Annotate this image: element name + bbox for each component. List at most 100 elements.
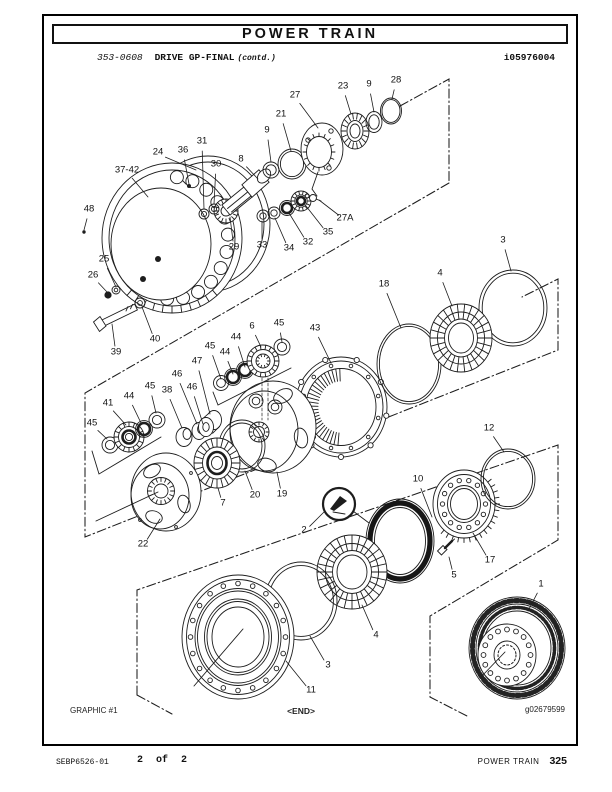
bearing-4a-rollers (430, 304, 492, 372)
leader-line-5 (449, 557, 452, 569)
part-gear-41 (114, 422, 144, 452)
leader-line-6 (255, 335, 261, 347)
leader-line-26 (98, 283, 107, 292)
callout-30: 30 (211, 159, 222, 170)
leader-line-28 (392, 90, 394, 99)
callout-45: 45 (87, 418, 98, 429)
callout-10: 10 (413, 474, 424, 485)
leader-line-30 (214, 174, 216, 204)
part-washer-45b (149, 412, 165, 428)
callout-9: 9 (264, 125, 269, 136)
leader-line-35 (306, 206, 323, 228)
page-header: POWER TRAIN (52, 24, 568, 44)
page-footer: SEBP6526-01 2 of 2 POWER TRAIN 325 (0, 754, 612, 774)
callout-28: 28 (391, 75, 402, 86)
leader-line-25 (107, 268, 116, 287)
leader-line-20 (245, 471, 252, 490)
callout-22: 22 (138, 539, 149, 550)
part-oring-28 (381, 98, 402, 124)
callout-44: 44 (231, 332, 242, 343)
publication-number: SEBP6526-01 (56, 758, 109, 767)
part-oring-12 (481, 449, 535, 509)
part-hub-group-37-42 (102, 163, 242, 313)
page-number: 325 (549, 755, 567, 767)
callout-39: 39 (111, 347, 122, 358)
part-sprocket-hub-1 (469, 597, 565, 699)
part-bearing-4a (430, 304, 492, 372)
callout-25: 25 (99, 254, 110, 265)
callout-21: 21 (276, 109, 287, 120)
callout-37-42: 37-42 (115, 165, 139, 176)
group-bracket-line (92, 437, 161, 474)
page-title: POWER TRAIN (241, 26, 379, 42)
callout-29: 29 (229, 242, 240, 253)
part-flange-22 (96, 453, 201, 531)
leader-line-45 (98, 430, 107, 439)
part-ring-25 (112, 286, 120, 294)
leader-line-36 (184, 160, 189, 184)
ring-17-teeth (441, 479, 499, 542)
gear-41-teeth (114, 422, 144, 452)
callout-23: 23 (338, 81, 349, 92)
assembly-axis-line (262, 378, 268, 420)
part-pin-48 (82, 230, 86, 234)
leader-line-1 (528, 593, 537, 611)
leader-line-23 (345, 96, 351, 114)
part-ring-9b (366, 112, 382, 133)
callout-41: 41 (103, 398, 114, 409)
leader-line-3 (505, 250, 511, 271)
callout-8: 8 (238, 154, 243, 165)
callout-27A: 27A (337, 213, 355, 224)
part-ring-9a (263, 162, 279, 178)
contd-note: (contd.) (237, 54, 276, 63)
leader-line-7 (218, 488, 221, 497)
leader-line-3 (310, 636, 324, 660)
part-carrier-19 (230, 381, 316, 474)
leader-line-24 (165, 157, 196, 170)
part-ring-3a (479, 270, 547, 346)
footer-section: POWER TRAIN (477, 757, 540, 766)
leader-line-44 (228, 361, 233, 374)
part-flange-11 (182, 575, 294, 699)
part-retainer-plate-27 (301, 123, 343, 196)
part-ring-44a (136, 421, 153, 438)
group-bracket-line-2 (213, 368, 291, 405)
leader-line-9 (268, 140, 271, 162)
leader-line-46 (194, 397, 203, 424)
leader-line-45 (213, 356, 221, 379)
part-washers-32-33-34 (257, 201, 295, 223)
leader-line-4 (362, 605, 373, 630)
end-marker: <END> (287, 706, 315, 716)
bearing-23-rollers (341, 113, 369, 148)
leader-line-27A (319, 200, 339, 215)
callout-1: 1 (538, 579, 543, 590)
flange-11-bolt-holes (188, 581, 288, 693)
callout-11: 11 (306, 685, 316, 696)
callout-46: 46 (187, 382, 198, 393)
callout-27: 27 (290, 90, 301, 101)
callout-3: 3 (325, 660, 330, 671)
leader-line-2 (310, 512, 324, 526)
callout-17: 17 (485, 555, 496, 566)
leader-line-45 (152, 396, 156, 413)
callout-32: 32 (303, 237, 314, 248)
detail-circle-2 (323, 488, 369, 523)
callout-34: 34 (284, 243, 295, 254)
part-bolt-39 (94, 304, 138, 331)
callout-45: 45 (145, 381, 156, 392)
leader-line-31 (202, 151, 204, 209)
leader-line-4 (443, 282, 452, 306)
part-bearing-23 (341, 113, 369, 149)
doc-number: 353-0608 (97, 52, 143, 63)
callout-5: 5 (451, 570, 456, 581)
sun-gear-teeth (247, 345, 279, 377)
leader-line-18 (387, 293, 401, 328)
callout-46: 46 (172, 369, 183, 380)
media-id: i05976004 (503, 52, 555, 63)
callout-44: 44 (220, 347, 231, 358)
bearing-4a-cage (438, 312, 485, 364)
leader-line-39 (112, 324, 115, 346)
